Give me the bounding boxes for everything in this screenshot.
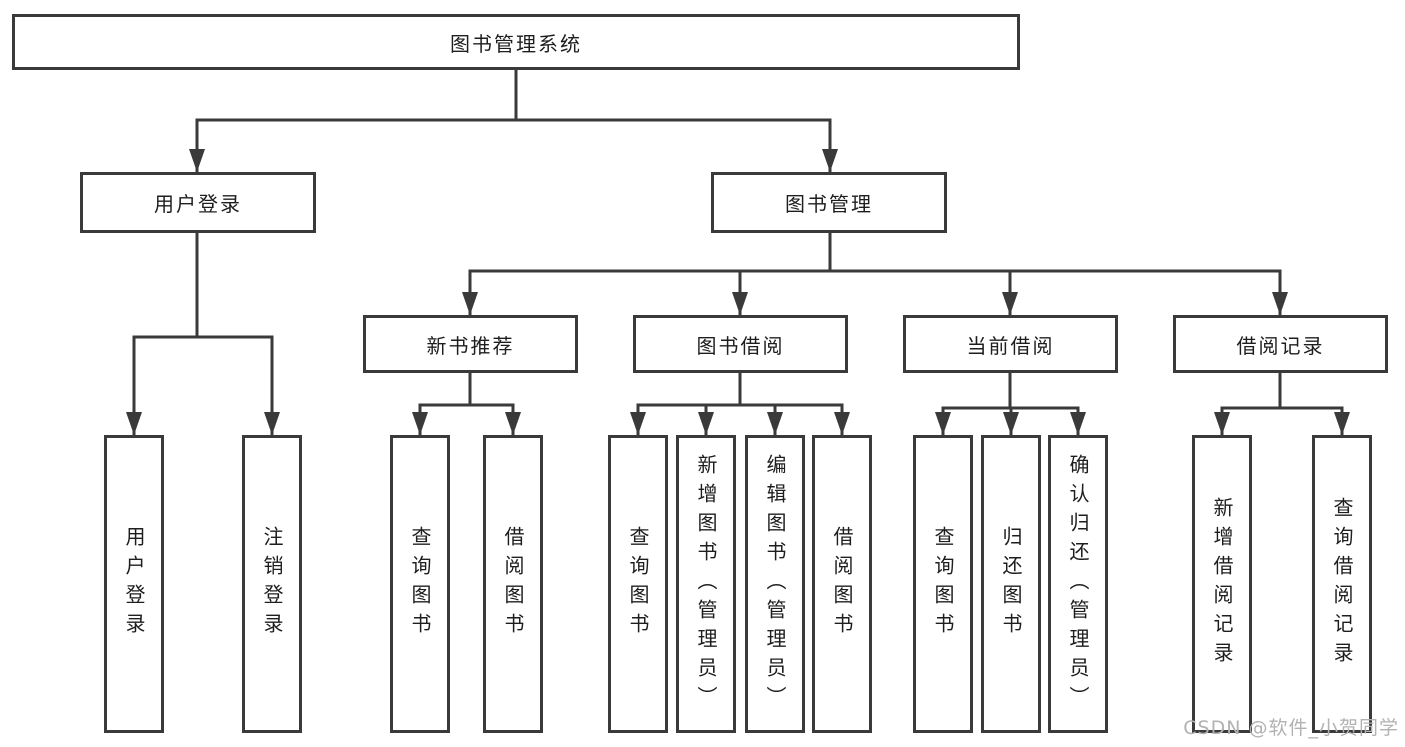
node-leaf-newbooks-query-books: 查询图书 [390,435,450,733]
arrowhead [822,149,838,172]
node-label: 图书借阅 [696,333,785,358]
arrowhead [935,412,951,435]
connector-borrow-records [1220,373,1344,435]
node-label: 查询图书 [626,526,650,642]
connector-book-mgmt [468,233,1282,315]
node-label: 借阅图书 [501,526,525,642]
arrowhead [1003,412,1019,435]
node-leaf-borrow-edit-books-admin: 编辑图书（管理员） [745,435,805,733]
node-label: 新增借阅记录 [1210,497,1234,671]
node-label: 编辑图书（管理员） [763,453,787,715]
node-leaf-current-confirm-return-admin: 确认归还（管理员） [1048,435,1108,733]
node-label: 查询借阅记录 [1330,497,1354,671]
node-borrow-records: 借阅记录 [1173,315,1388,373]
node-leaf-records-add-record: 新增借阅记录 [1192,435,1252,733]
arrowhead [264,412,280,435]
node-label: 当前借阅 [966,333,1055,358]
node-label: 查询图书 [931,526,955,642]
connector-user-login [132,233,274,435]
node-book-borrow: 图书借阅 [633,315,848,373]
node-label: 借阅记录 [1236,333,1325,358]
connector-book-borrow [636,373,844,435]
node-label: 新书推荐 [426,333,515,358]
arrowhead [630,412,646,435]
arrowhead [732,292,748,315]
arrowhead [189,149,205,172]
node-label: 用户登录 [154,192,242,216]
node-label: 确认归还（管理员） [1066,453,1090,715]
arrowhead [1002,292,1018,315]
node-label: 图书管理 [785,192,873,216]
arrowhead [1334,412,1350,435]
node-leaf-current-query-books: 查询图书 [913,435,973,733]
arrowhead [412,412,428,435]
arrowhead [126,412,142,435]
node-current-borrow: 当前借阅 [903,315,1118,373]
arrowheads [126,149,1350,435]
arrowhead [1070,412,1086,435]
connector-new-books [418,373,515,435]
csdn-watermark: CSDN @软件_小贺同学 [1183,717,1399,739]
node-leaf-current-return-books: 归还图书 [981,435,1041,733]
node-leaf-records-query-record: 查询借阅记录 [1312,435,1372,733]
node-user-login: 用户登录 [80,172,316,233]
arrowhead [505,412,521,435]
arrowhead [1272,292,1288,315]
arrowhead [462,292,478,315]
node-leaf-borrow-add-books-admin: 新增图书（管理员） [676,435,736,733]
node-leaf-borrow-borrow-books: 借阅图书 [812,435,872,733]
node-label: 查询图书 [408,526,432,642]
node-leaf-newbooks-borrow-books: 借阅图书 [483,435,543,733]
node-label: 新增图书（管理员） [694,453,718,715]
arrowhead [767,412,783,435]
arrowhead [698,412,714,435]
arrowhead [1214,412,1230,435]
node-label: 借阅图书 [830,526,854,642]
node-leaf-borrow-query-books: 查询图书 [608,435,668,733]
node-leaf-logout: 注销登录 [242,435,302,733]
node-label: 归还图书 [999,526,1023,642]
arrowhead [834,412,850,435]
node-label: 注销登录 [260,526,284,642]
node-book-management-system: 图书管理系统 [12,14,1020,70]
node-leaf-user-login: 用户登录 [104,435,164,733]
node-book-management: 图书管理 [711,172,947,233]
node-new-book-recommend: 新书推荐 [363,315,578,373]
connector-root [195,70,832,172]
node-label: 图书管理系统 [450,31,582,56]
node-label: 用户登录 [122,526,146,642]
